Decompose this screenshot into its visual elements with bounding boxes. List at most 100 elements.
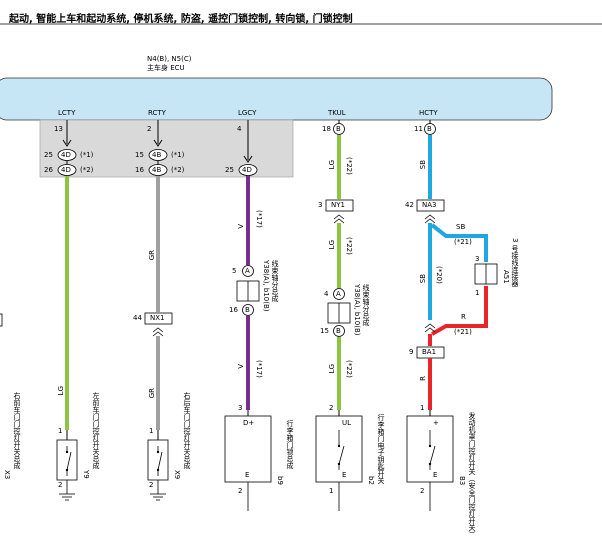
y9-pin-top: 1 <box>58 427 63 435</box>
y38-lgcy-conn-a: A <box>245 267 250 275</box>
x9-id: X9 <box>173 470 181 480</box>
x3-desc: 右前车门门控灯开关总成 <box>13 392 21 469</box>
y9-id: Y9 <box>82 470 90 479</box>
ba1-pin: 9 <box>409 348 414 356</box>
lcty-j2-conn: 4D <box>61 166 71 174</box>
component-b2 <box>315 415 363 511</box>
b3-pin-bot: 2 <box>420 487 425 495</box>
y38-lgcy-name: Y38(A), b10(B) <box>262 260 270 312</box>
pin-hcty-conn: B <box>427 125 432 133</box>
lgcy-wire-note-2: (*17) <box>255 360 263 378</box>
pin-lgcy-number: 4 <box>237 125 242 133</box>
nx1-name: NX1 <box>150 314 165 322</box>
lcty-wire-group <box>57 120 77 440</box>
rcty-j2-pin: 16 <box>135 166 144 174</box>
switch-x9 <box>147 439 169 501</box>
y38-tkul-pin-b: 15 <box>320 327 329 335</box>
b3-pin-top: 1 <box>420 404 425 412</box>
pin-tkul-name: TKUL <box>328 109 346 117</box>
ny1-name: NY1 <box>331 201 345 209</box>
lgcy-wire-group <box>236 120 260 416</box>
b2-term-bot: E <box>342 471 347 479</box>
y38-lgcy-desc: 线束轴分总成 <box>271 260 279 302</box>
note-21b: (*21) <box>454 328 472 336</box>
b2-desc: 行李箱门电子钥匙开关 <box>377 414 385 484</box>
lgcy-wire-note-1: (*17) <box>255 210 263 228</box>
note-20: (*20) <box>435 266 443 284</box>
b9-pin-bot: 2 <box>238 487 243 495</box>
pin-lcty-name: LCTY <box>58 109 76 117</box>
b9-term-bot: E <box>245 471 250 479</box>
ecu-connectors: N4(B), N5(C) <box>147 55 192 63</box>
lgcy-j1-pin: 25 <box>225 166 234 174</box>
b2-pin-bot: 1 <box>329 487 334 495</box>
b3-desc: 发动机罩门控灯开关（安全门控灯开关） <box>468 412 476 538</box>
hcty-wire-color-5: R <box>419 376 427 381</box>
tkul-wire-group <box>325 120 354 416</box>
b3-term-bot: E <box>433 471 438 479</box>
nx1-pin: 44 <box>133 314 142 322</box>
rcty-wire-color-1: GR <box>148 250 156 261</box>
tkul-wire-color-1: LG <box>328 160 336 170</box>
b2-id: b2 <box>367 476 375 485</box>
lgcy-wire-color-2: V <box>237 364 245 369</box>
pin-tkul-number: 18 <box>322 125 331 133</box>
y38-tkul-conn-a: A <box>336 290 341 298</box>
wiring-diagram <box>0 23 602 511</box>
pin-lcty-number: 13 <box>54 125 63 133</box>
y38-tkul-conn-b: B <box>336 327 341 335</box>
tkul-wire-color-3: LG <box>328 364 336 374</box>
lcty-j2-note: (*2) <box>80 166 94 174</box>
y38-lgcy-pin-a: 5 <box>232 267 237 275</box>
a51-pin-bot: 1 <box>475 289 480 297</box>
lcty-j2-pin: 26 <box>44 166 53 174</box>
b3-id: B3 <box>458 476 466 486</box>
y38-lgcy-conn-b: B <box>245 306 250 314</box>
x3-id: X3 <box>3 470 11 480</box>
lcty-wire-color: LG <box>57 386 65 396</box>
lcty-j1-conn: 4D <box>61 151 71 159</box>
rcty-wire-color-2: GR <box>148 388 156 399</box>
note-21a: (*21) <box>454 238 472 246</box>
ecu-name: 主车身 ECU <box>147 64 185 72</box>
b9-pin-top: 3 <box>238 404 243 412</box>
left-stub <box>0 313 3 327</box>
rcty-j1-note: (*1) <box>171 151 185 159</box>
page-title: 起动, 智能上车和起动系统, 停机系统, 防盗, 遥控门锁控制, 转向锁, 门锁… <box>9 14 353 25</box>
b9-desc: 行李箱门锁总成 <box>286 420 294 469</box>
hcty-wire-color-4: R <box>461 313 466 321</box>
rcty-j1-pin: 15 <box>135 151 144 159</box>
na3-pin: 42 <box>405 201 414 209</box>
b9-id: b9 <box>276 476 284 485</box>
ecu-body <box>0 77 553 121</box>
tkul-wire-note-1: (*22) <box>345 157 353 175</box>
hcty-wire-group <box>416 120 498 416</box>
a51-desc: 3 号接线连接器 <box>511 238 519 287</box>
b2-pin-top: 2 <box>329 404 334 412</box>
x9-pin-bot: 2 <box>149 481 154 489</box>
x9-pin-top: 1 <box>149 427 154 435</box>
tkul-wire-color-2: LG <box>328 240 336 250</box>
pin-lgcy-name: LGCY <box>238 109 257 117</box>
rcty-j2-conn: 4B <box>152 166 162 174</box>
ny1-pin: 3 <box>318 201 323 209</box>
hcty-wire-color-1: SB <box>419 160 427 170</box>
component-b9 <box>224 415 272 511</box>
b9-term-top: D+ <box>243 419 255 427</box>
hcty-wire-color-3: SB <box>456 223 466 231</box>
lcty-j1-note: (*1) <box>80 151 94 159</box>
pin-rcty-number: 2 <box>147 125 152 133</box>
pin-tkul-conn: B <box>336 125 341 133</box>
x9-desc: 右后车门门控灯开关总成 <box>183 392 191 469</box>
b3-term-top: + <box>433 419 439 427</box>
a51-name: A51 <box>502 270 510 284</box>
component-b3 <box>406 415 454 511</box>
y9-pin-bot: 2 <box>58 481 63 489</box>
hcty-wire-color-2: SB <box>419 274 427 284</box>
a51-pin-top: 3 <box>475 255 480 263</box>
pin-hcty-number: 11 <box>414 125 423 133</box>
lgcy-wire-color-1: V <box>237 224 245 229</box>
rcty-j1-conn: 4B <box>152 151 162 159</box>
tkul-wire-note-2: (*22) <box>345 237 353 255</box>
na3-name: NA3 <box>422 201 437 209</box>
